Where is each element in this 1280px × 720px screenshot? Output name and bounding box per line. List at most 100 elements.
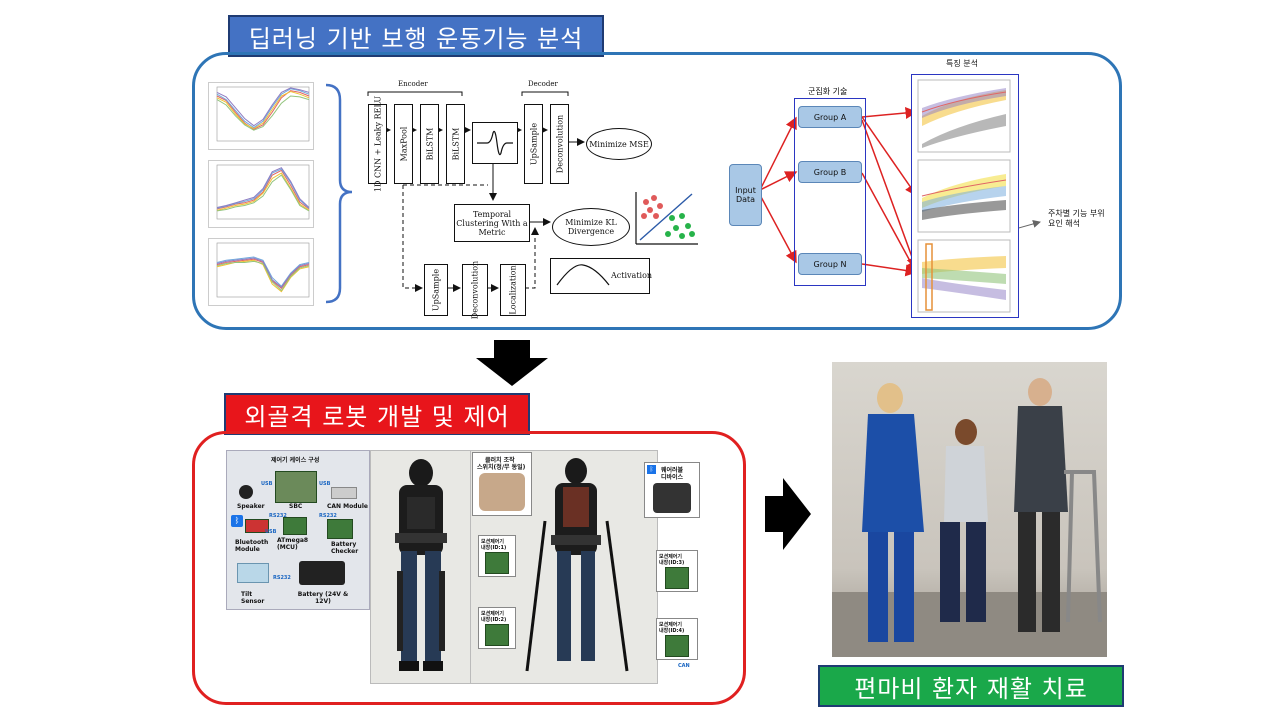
group-n[interactable]: Group N <box>798 253 862 275</box>
clutch-switch-photo <box>479 473 525 511</box>
mid-title: 외골격 로봇 개발 및 제어 <box>224 393 530 435</box>
bottom-upsample: UpSample <box>424 264 448 316</box>
minimize-mse-oval: Minimize MSE <box>586 128 652 160</box>
top-title-text: 딥러닝 기반 보행 운동기능 분석 <box>248 24 584 53</box>
feature-title: 특징 분석 <box>946 59 978 68</box>
rehab-scene <box>832 378 1107 657</box>
series-line-0 <box>216 90 310 130</box>
cluster-scatter-illustration <box>635 192 698 245</box>
atmega-board <box>283 517 307 535</box>
bus-rs232-1: RS232 <box>269 513 287 519</box>
activation-label: Activation <box>611 271 653 280</box>
series-line-4 <box>216 87 310 127</box>
speaker-label: Speaker <box>237 503 265 510</box>
gait-chart-3-svg <box>216 242 310 298</box>
layer-maxpool: MaxPool <box>394 104 413 184</box>
gait-chart-1 <box>208 82 314 150</box>
rehab-therapy-photo <box>832 362 1107 657</box>
series-line-0 <box>216 169 310 210</box>
bottom-title: 편마비 환자 재활 치료 <box>818 665 1124 707</box>
decoder-bracket <box>521 91 569 96</box>
gait-chart-2 <box>208 160 314 228</box>
temporal-clustering-box: Temporal Clustering With a Metric <box>454 204 530 242</box>
latent-box <box>472 122 518 164</box>
bottom-localization: Localization <box>500 264 526 316</box>
series-line-2 <box>216 168 310 209</box>
exoskeleton-back-figure <box>395 459 447 671</box>
bluetooth-board <box>245 519 269 533</box>
motion-controller-4: 모션제어기 내장(ID:4) <box>656 618 698 660</box>
down-arrow <box>476 340 548 386</box>
gait-chart-3 <box>208 238 314 306</box>
mid-title-text: 외골격 로봇 개발 및 제어 <box>244 402 510 431</box>
controller-case-diagram: 제어기 케이스 구성 Speaker SBC CAN Module ᛒ Blue… <box>226 450 370 610</box>
can-module-shape <box>331 487 357 499</box>
layer-cnn: 1D CNN + Leaky RELU <box>368 96 387 192</box>
group-frame <box>794 98 866 286</box>
speaker-shape <box>239 485 253 499</box>
clutch-switch-callout: 클러치 조작 스위치(정/무 동일) <box>472 452 532 516</box>
wearable-bluetooth-icon: ᛒ <box>647 465 656 474</box>
input-data-box: Input Data <box>729 164 762 226</box>
group-b[interactable]: Group B <box>798 161 862 183</box>
group-a[interactable]: Group A <box>798 106 862 128</box>
sbc-label: SBC <box>289 503 303 510</box>
series-line-4 <box>216 257 310 289</box>
bus-usb-3: USB <box>265 529 277 535</box>
bus-rs232-3: RS232 <box>273 575 291 581</box>
series-line-3 <box>216 174 310 212</box>
series-line-1 <box>216 172 310 211</box>
clutch-line1: 클러치 조작 <box>485 457 515 464</box>
gait-chart-2-svg <box>216 164 310 220</box>
clustering-title: 군집화 기술 <box>808 87 848 96</box>
bluetooth-icon: ᛒ <box>231 515 243 527</box>
activation-box: Activation <box>550 258 653 294</box>
battery-label: Battery (24V & 12V) <box>297 591 349 605</box>
series-line-2 <box>216 88 310 129</box>
bluetooth-label: Bluetooth Module <box>235 539 269 553</box>
top-title: 딥러닝 기반 보행 운동기능 분석 <box>228 15 604 57</box>
latent-wave <box>477 130 513 156</box>
tilt-sensor-label: Tilt Sensor <box>241 591 265 605</box>
activation-curve <box>556 264 610 286</box>
exoskeleton-back-photo <box>370 450 472 684</box>
decoder-upsample: UpSample <box>524 104 543 184</box>
series-line-1 <box>216 90 310 129</box>
series-line-4 <box>216 167 310 209</box>
bus-usb-1: USB <box>261 481 273 487</box>
exoskeleton-panel <box>192 431 746 705</box>
wearable-line2: 디바이스 <box>661 474 684 481</box>
analysis-panel <box>192 52 1122 330</box>
series-line-3 <box>216 95 310 131</box>
atmega-label: ATmega8 (MCU) <box>277 537 309 551</box>
minimize-kl-oval: Minimize KL Divergence <box>552 208 630 246</box>
encoder-bracket <box>367 91 463 96</box>
battery-shape <box>299 561 345 585</box>
feature-note-line1: 주차별 기능 부위 <box>1048 209 1105 218</box>
motion-controller-1: 모션제어기 내장(ID:1) <box>478 535 516 577</box>
decoder-label: Decoder <box>528 80 558 88</box>
tilt-sensor-shape <box>237 563 269 583</box>
curly-brace <box>325 83 353 304</box>
decoder-deconvolution: Deconvolution <box>550 104 569 184</box>
motion-controller-2: 모션제어기 내장(ID:2) <box>478 607 516 649</box>
sbc-board <box>275 471 317 503</box>
layer-bilstm-1: BiLSTM <box>420 104 439 184</box>
bottom-title-text: 편마비 환자 재활 치료 <box>854 674 1088 703</box>
feature-plots <box>917 79 1011 313</box>
wearable-device-callout: ᛒ 웨어러블 디바이스 <box>644 462 700 518</box>
wearable-line1: 웨어러블 <box>661 467 684 474</box>
can-bus-label: CAN <box>678 663 690 669</box>
bottom-deconvolution: Deconvolution <box>462 261 488 319</box>
bus-rs232-2: RS232 <box>319 513 337 519</box>
can-module-label: CAN Module <box>327 503 368 510</box>
exoskeleton-front-figure <box>525 458 629 672</box>
battery-checker-label: Battery Checker <box>331 541 359 555</box>
clutch-line2: 스위치(정/무 동일) <box>477 464 526 471</box>
right-arrow <box>765 478 811 550</box>
series-line-2 <box>216 256 310 287</box>
wearable-device-photo <box>653 483 691 513</box>
battery-checker-board <box>327 519 353 539</box>
layer-bilstm-2: BiLSTM <box>446 104 465 184</box>
motion-controller-3: 모션제어기 내장(ID:3) <box>656 550 698 592</box>
